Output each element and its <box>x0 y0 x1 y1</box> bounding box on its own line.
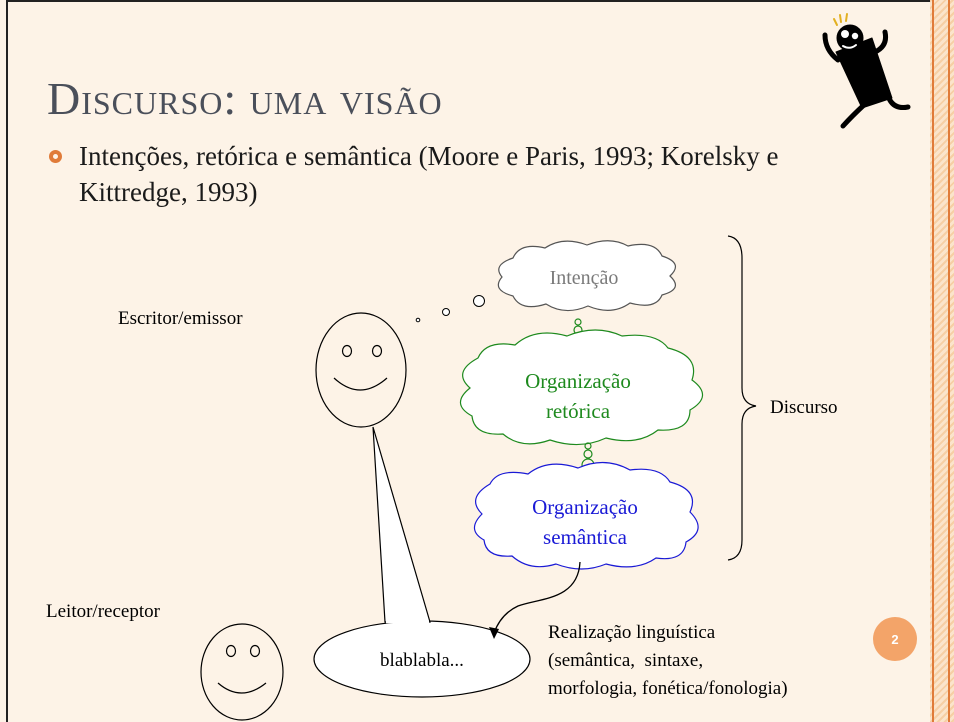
slide-frame-left <box>6 0 8 722</box>
rhetorical-cloud <box>459 329 704 446</box>
realization-arrow <box>489 561 581 639</box>
writer-label: Escritor/emissor <box>118 308 243 329</box>
page-title: Discurso: uma visão <box>47 73 443 124</box>
semantic-label-line1: Organização <box>532 495 638 519</box>
intention-label: Intenção <box>550 267 619 289</box>
reader-face <box>200 623 284 721</box>
rhetorical-label-line1: Organização <box>525 369 631 393</box>
rhetorical-label-line2: retórica <box>546 399 611 423</box>
semantic-label-line2: semântica <box>543 525 628 549</box>
realization-line2: (semântica, sintaxe, <box>548 650 703 671</box>
writer-face <box>315 312 407 428</box>
page-number-badge: 2 <box>873 617 917 661</box>
bullet-circle-icon <box>49 150 62 163</box>
semantic-cloud <box>473 461 699 570</box>
discourse-label: Discurso <box>770 397 838 418</box>
discourse-brace <box>727 235 757 561</box>
bullet-text: Intenções, retórica e semântica (Moore e… <box>79 141 779 207</box>
speech-bubble <box>313 426 531 698</box>
realization-line1: Realização linguística <box>548 622 716 643</box>
thought-bubbles-writer <box>415 295 485 323</box>
slide-frame-top <box>6 0 934 2</box>
cheering-cartoon-figure-icon <box>822 13 911 129</box>
speech-text: blablabla... <box>380 650 464 671</box>
decorative-side-band <box>930 0 954 722</box>
realization-line3: morfologia, fonética/fonologia) <box>548 678 788 699</box>
reader-label: Leitor/receptor <box>46 601 161 622</box>
intention-cloud <box>497 240 677 312</box>
